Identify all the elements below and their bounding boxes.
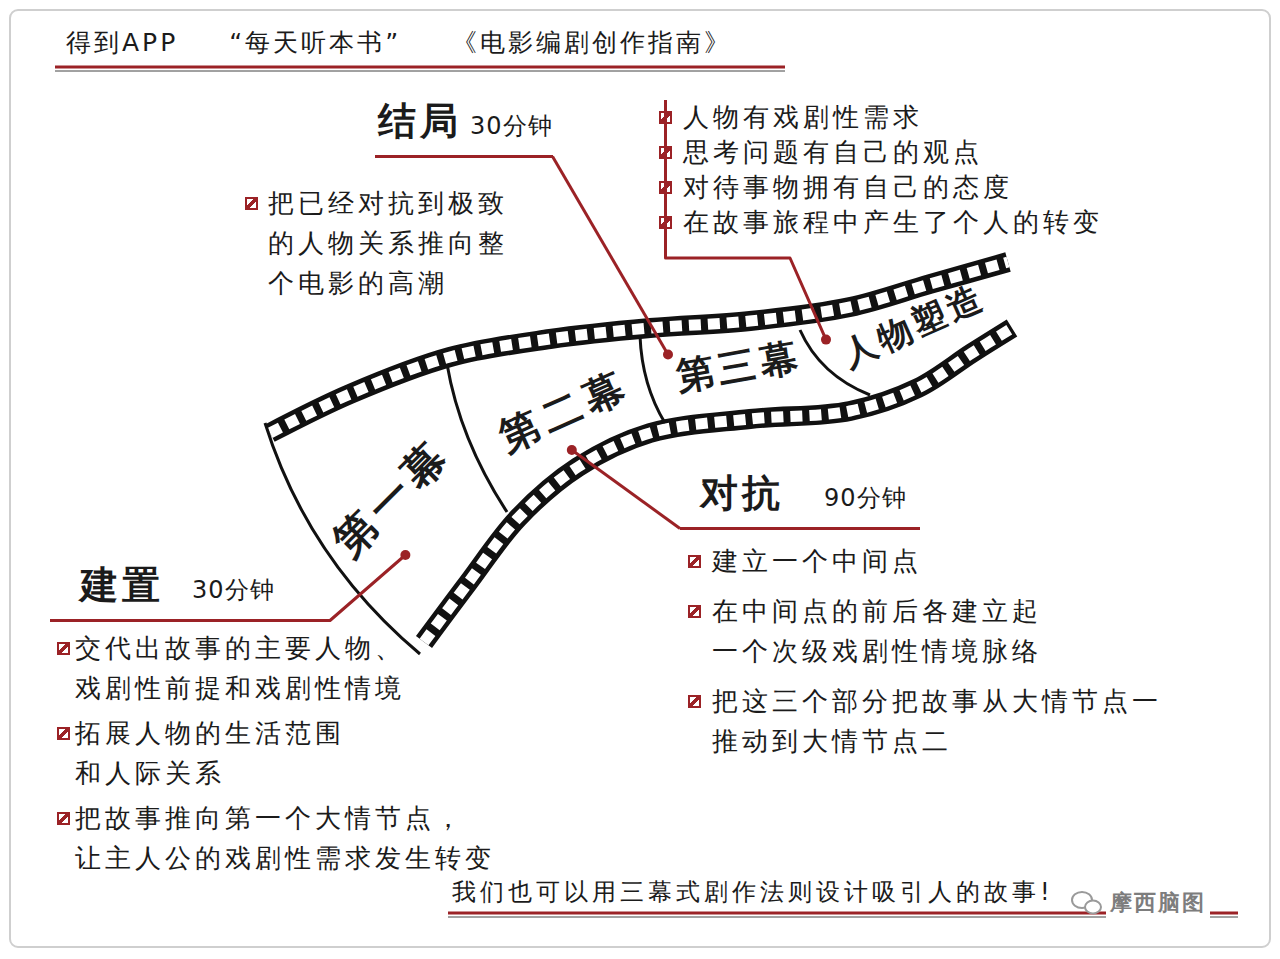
callout-heading: 建置 30分钟	[50, 562, 330, 622]
bullet-item: 拓展人物的生活范围 和人际关系	[50, 713, 515, 793]
leader-line	[553, 157, 668, 355]
film-segment: 第二幕	[492, 374, 632, 450]
film-segment: 人物塑造	[826, 282, 998, 372]
bullet-item: 在故事旅程中产生了个人的转变	[653, 205, 1123, 240]
film-segment: 第三幕	[668, 335, 805, 400]
title-underline	[55, 71, 785, 72]
bullet-text: 把故事推向第一个大情节点， 让主人公的戏剧性需求发生转变	[75, 798, 515, 878]
segment-divider	[640, 336, 665, 423]
bullet-square	[688, 695, 701, 708]
callout-group: 对抗 90分钟建立一个中间点在中间点的前后各建立起 一个次级戏剧性情境脉络把这三个…	[680, 470, 1182, 761]
connector	[567, 445, 680, 529]
bullet-square	[57, 727, 70, 740]
title: 得到APP “每天听本书” 《电影编剧创作指南》	[66, 26, 732, 60]
frame	[10, 10, 1270, 947]
act-name: 建置	[80, 563, 164, 607]
bullet-item: 把已经对抗到极致 的人物关系推向整 个电影的高潮	[240, 183, 553, 303]
caption: 我们也可以用三幕式剧作法则设计吸引人的故事!	[452, 876, 1054, 908]
bullet-text: 人物有戏剧性需求	[683, 100, 943, 135]
sprocket-holes	[424, 328, 1012, 642]
bullet-text: 把已经对抗到极致 的人物关系推向整 个电影的高潮	[268, 183, 528, 303]
segment-label: 人物塑造	[833, 278, 991, 376]
bullet-square	[245, 197, 258, 210]
film-strip	[265, 262, 1012, 654]
film-segment: 第一幕	[335, 445, 445, 555]
bullet-square	[659, 181, 672, 194]
bullet-item: 交代出故事的主要人物、 戏剧性前提和戏剧性情境	[50, 628, 515, 708]
segment-label: 第一幕	[321, 431, 460, 570]
icon-bubble	[1085, 901, 1101, 914]
bullet-item: 在中间点的前后各建立起 一个次级戏剧性情境脉络	[680, 591, 1182, 671]
bullet-text: 交代出故事的主要人物、 戏剧性前提和戏剧性情境	[75, 628, 425, 708]
duration-text: 90分钟	[824, 484, 907, 512]
segment-label: 第三幕	[669, 336, 804, 400]
duration-text: 30分钟	[192, 576, 275, 604]
title-underline	[55, 66, 785, 69]
bullet-item: 把这三个部分把故事从大情节点一 推动到大情节点二	[680, 681, 1182, 761]
callout-group: 人物有戏剧性需求思考问题有自己的观点对待事物拥有自己的态度在故事旅程中产生了个人…	[653, 100, 1123, 240]
bullet-item: 建立一个中间点	[680, 541, 1182, 581]
bullet-item: 思考问题有自己的观点	[653, 135, 1123, 170]
callout-heading: 对抗 90分钟	[680, 470, 920, 530]
bullet-item: 人物有戏剧性需求	[653, 100, 1123, 135]
film-rail	[424, 328, 1012, 642]
leader-dot	[663, 350, 673, 360]
leader-dot	[400, 550, 410, 560]
watermark: 摩西脑图	[1106, 888, 1210, 918]
callout-group: 结局 30分钟把已经对抗到极致 的人物关系推向整 个电影的高潮	[240, 98, 553, 303]
duration-text: 30分钟	[470, 112, 553, 140]
bullet-item: 对待事物拥有自己的态度	[653, 170, 1123, 205]
wechat-icon	[1072, 892, 1101, 914]
bullet-square	[659, 216, 672, 229]
leader-dot	[567, 445, 577, 455]
bullet-square	[688, 555, 701, 568]
connector	[553, 157, 673, 360]
callout-group: 建置 30分钟交代出故事的主要人物、 戏剧性前提和戏剧性情境拓展人物的生活范围 和…	[50, 562, 515, 878]
bullet-text: 把这三个部分把故事从大情节点一 推动到大情节点二	[712, 681, 1182, 761]
bullet-text: 拓展人物的生活范围 和人际关系	[75, 713, 365, 793]
bullet-square	[57, 812, 70, 825]
bullet-text: 在中间点的前后各建立起 一个次级戏剧性情境脉络	[712, 591, 1062, 671]
bullet-text: 建立一个中间点	[712, 541, 942, 581]
bullet-square	[57, 642, 70, 655]
bullet-text: 在故事旅程中产生了个人的转变	[683, 205, 1123, 240]
bullet-square	[688, 605, 701, 618]
leader-dot	[821, 335, 831, 345]
bullet-item: 把故事推向第一个大情节点， 让主人公的戏剧性需求发生转变	[50, 798, 515, 878]
segment-label: 第二幕	[487, 363, 636, 462]
bullet-text: 对待事物拥有自己的态度	[683, 170, 1033, 205]
act-name: 对抗	[700, 471, 784, 515]
bullet-square	[659, 146, 672, 159]
callout-heading: 结局 30分钟	[375, 98, 553, 158]
bullet-text: 思考问题有自己的观点	[683, 135, 1003, 170]
act-name: 结局	[378, 99, 462, 143]
bullet-square	[659, 111, 672, 124]
leader-line	[572, 450, 680, 529]
